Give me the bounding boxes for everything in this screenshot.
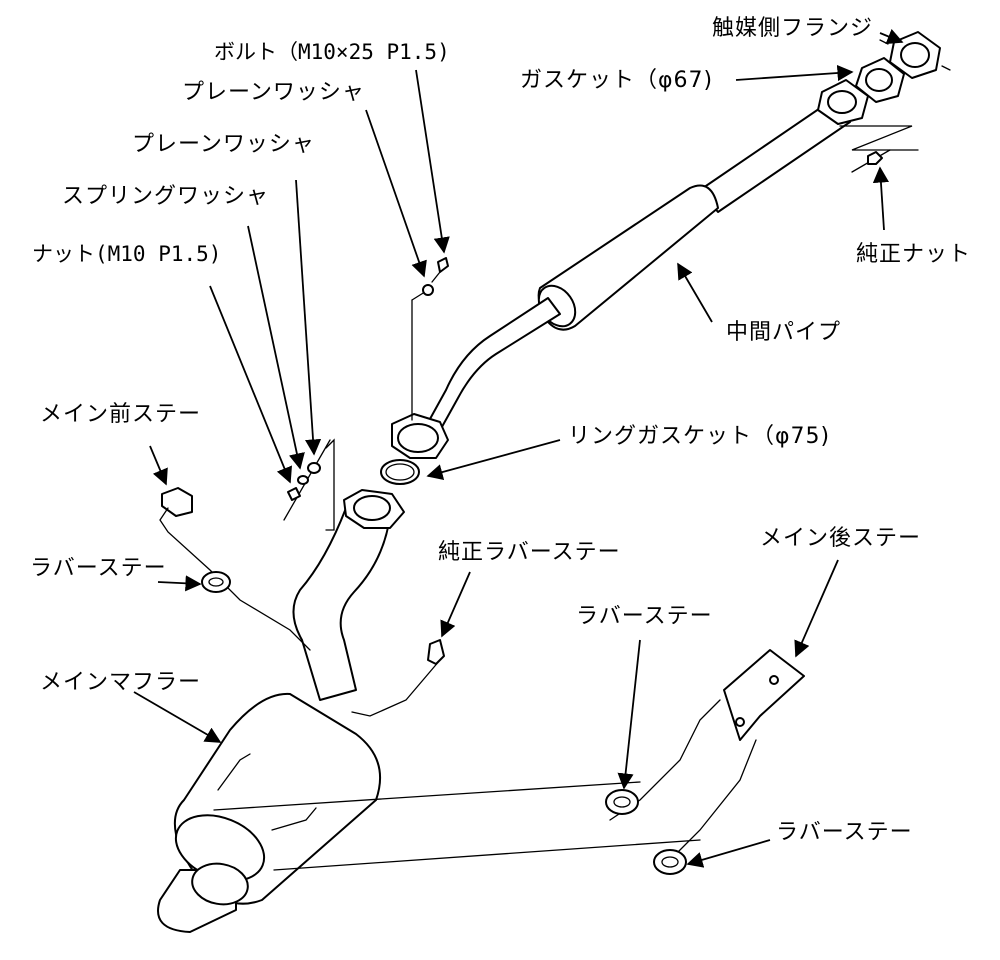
leader-arrows — [133, 28, 904, 868]
label-rubber-stay-left: ラバーステー — [30, 556, 167, 581]
label-nut: ナット(M10 P1.5) — [32, 242, 222, 266]
main-muffler — [157, 489, 405, 933]
rubber-stay-right — [653, 849, 687, 875]
label-rubber-stay-right: ラバーステー — [776, 820, 913, 845]
gasket-67 — [855, 57, 905, 103]
hanger-line-lower — [273, 839, 701, 871]
label-oem-rubber-stay: 純正ラバーステー — [438, 540, 621, 565]
label-mid-pipe: 中間パイプ — [726, 320, 842, 345]
label-catalyzer-flange: 触媒側フランジ — [712, 16, 874, 41]
ring-gasket-75 — [380, 459, 420, 485]
label-plain-washer-2: プレーンワッシャ — [132, 132, 315, 157]
hanger-line-upper — [213, 781, 641, 811]
oem-rubber-stay — [351, 639, 445, 717]
mid-pipe — [424, 99, 851, 435]
mid-pipe-rear-flange — [391, 413, 449, 459]
label-rubber-stay-mid: ラバーステー — [576, 604, 713, 629]
break-line — [839, 125, 919, 151]
bolt-assembly — [411, 257, 449, 421]
rubber-stay-left — [201, 571, 231, 593]
label-spring-washer: スプリングワッシャ — [62, 184, 270, 209]
label-main-muffler: メインマフラー — [40, 670, 202, 695]
main-front-stay — [159, 487, 311, 651]
main-rear-stay — [609, 649, 805, 861]
oem-nut — [851, 149, 891, 173]
label-oem-nut: 純正ナット — [856, 242, 972, 267]
label-ring-gasket: リングガスケット（φ75) — [568, 424, 831, 449]
label-gasket-67: ガスケット（φ67) — [520, 68, 714, 93]
label-plain-washer-1: プレーンワッシャ — [182, 80, 365, 105]
label-main-rear-stay: メイン後ステー — [760, 526, 922, 551]
rubber-stay-mid — [605, 789, 639, 815]
nut-washer-stack — [283, 438, 335, 531]
label-bolt: ボルト（M10×25 P1.5) — [214, 40, 450, 64]
label-main-front-stay: メイン前ステー — [40, 402, 202, 427]
